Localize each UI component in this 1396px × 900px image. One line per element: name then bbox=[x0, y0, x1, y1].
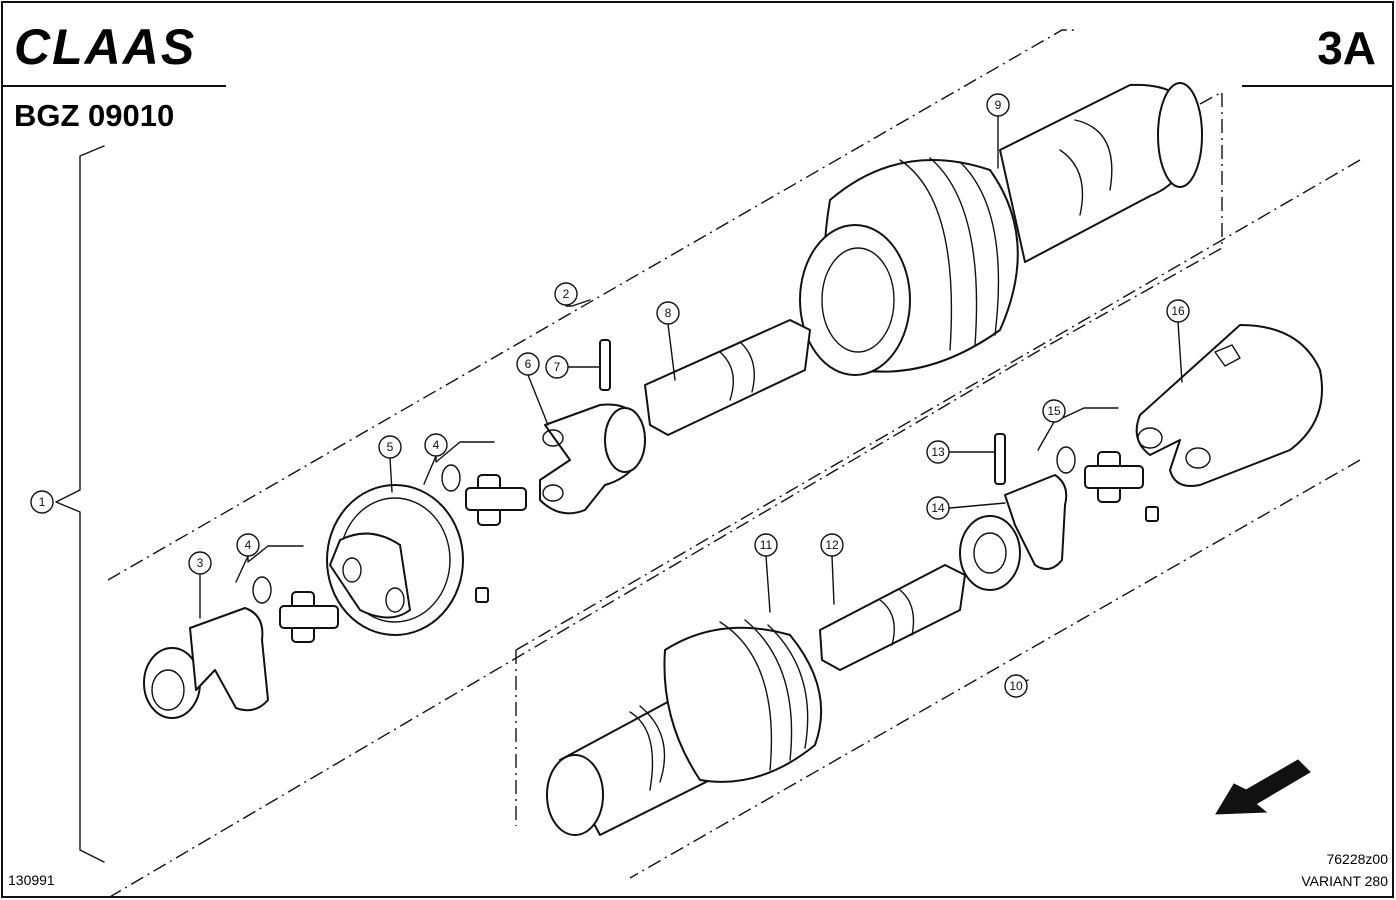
spring-pin-13 bbox=[994, 433, 1006, 485]
guard-cone-9 bbox=[799, 157, 1019, 376]
spring-pin-7 bbox=[599, 339, 611, 391]
callout-15: 15 bbox=[1042, 399, 1066, 423]
callout-13: 13 bbox=[926, 440, 950, 464]
svg-text:6: 6 bbox=[525, 357, 532, 371]
page-number: 3A bbox=[1317, 22, 1376, 74]
callout-12: 12 bbox=[820, 533, 844, 557]
svg-text:3: 3 bbox=[197, 556, 204, 570]
direction-arrow bbox=[1215, 759, 1311, 815]
profile-tube-12 bbox=[819, 564, 966, 671]
variant-label: VARIANT 280 bbox=[1301, 873, 1388, 889]
svg-text:2: 2 bbox=[563, 287, 570, 301]
svg-text:7: 7 bbox=[554, 360, 561, 374]
callout-5: 5 bbox=[378, 435, 402, 459]
drawing-code: BGZ 09010 bbox=[14, 98, 174, 133]
callout-4b: 4 bbox=[424, 433, 448, 457]
svg-text:15: 15 bbox=[1047, 404, 1061, 418]
inner-yoke-6 bbox=[539, 403, 646, 515]
callout-1: 1 bbox=[30, 490, 54, 514]
svg-text:14: 14 bbox=[931, 501, 945, 515]
svg-text:5: 5 bbox=[387, 440, 394, 454]
callout-16: 16 bbox=[1166, 299, 1190, 323]
svg-text:12: 12 bbox=[825, 538, 839, 552]
brand-logo: CLAAS bbox=[14, 19, 196, 75]
callout-7: 7 bbox=[545, 355, 569, 379]
group-outline-lower bbox=[515, 159, 1361, 879]
svg-text:11: 11 bbox=[760, 538, 773, 552]
callout-4a: 4 bbox=[236, 533, 260, 557]
outer-yoke-3 bbox=[143, 607, 269, 719]
svg-text:1: 1 bbox=[39, 495, 46, 509]
callout-14: 14 bbox=[926, 496, 950, 520]
callout-6: 6 bbox=[516, 352, 540, 376]
universal-cross-upper bbox=[441, 464, 527, 526]
svg-text:9: 9 bbox=[995, 98, 1002, 112]
callout-2: 2 bbox=[554, 282, 578, 306]
svg-text:16: 16 bbox=[1171, 304, 1185, 318]
callout-8: 8 bbox=[656, 301, 680, 325]
outer-yoke-16 bbox=[1135, 324, 1323, 487]
callout-9: 9 bbox=[986, 93, 1010, 117]
inner-yoke-14 bbox=[959, 474, 1068, 591]
profile-tube-8 bbox=[644, 319, 811, 436]
wide-angle-housing-5 bbox=[326, 484, 489, 636]
callout-3: 3 bbox=[188, 551, 212, 575]
date-code: 130991 bbox=[8, 872, 55, 888]
callout-11: 11 bbox=[754, 533, 778, 557]
svg-text:13: 13 bbox=[931, 445, 945, 459]
callout-10: 10 bbox=[1004, 674, 1028, 698]
bracket-assembly-1 bbox=[55, 145, 105, 863]
svg-text:4: 4 bbox=[245, 538, 252, 552]
guard-cone-11 bbox=[663, 619, 823, 783]
group-outline-upper bbox=[107, 29, 1223, 899]
svg-text:4: 4 bbox=[433, 438, 440, 452]
drawing-ref: 76228z00 bbox=[1326, 851, 1388, 867]
svg-text:10: 10 bbox=[1009, 679, 1023, 693]
svg-text:8: 8 bbox=[665, 306, 672, 320]
outer-tube-9 bbox=[999, 82, 1203, 263]
universal-cross-lower bbox=[252, 576, 339, 643]
leader-lines bbox=[199, 115, 1183, 687]
universal-cross-right bbox=[1056, 446, 1159, 522]
